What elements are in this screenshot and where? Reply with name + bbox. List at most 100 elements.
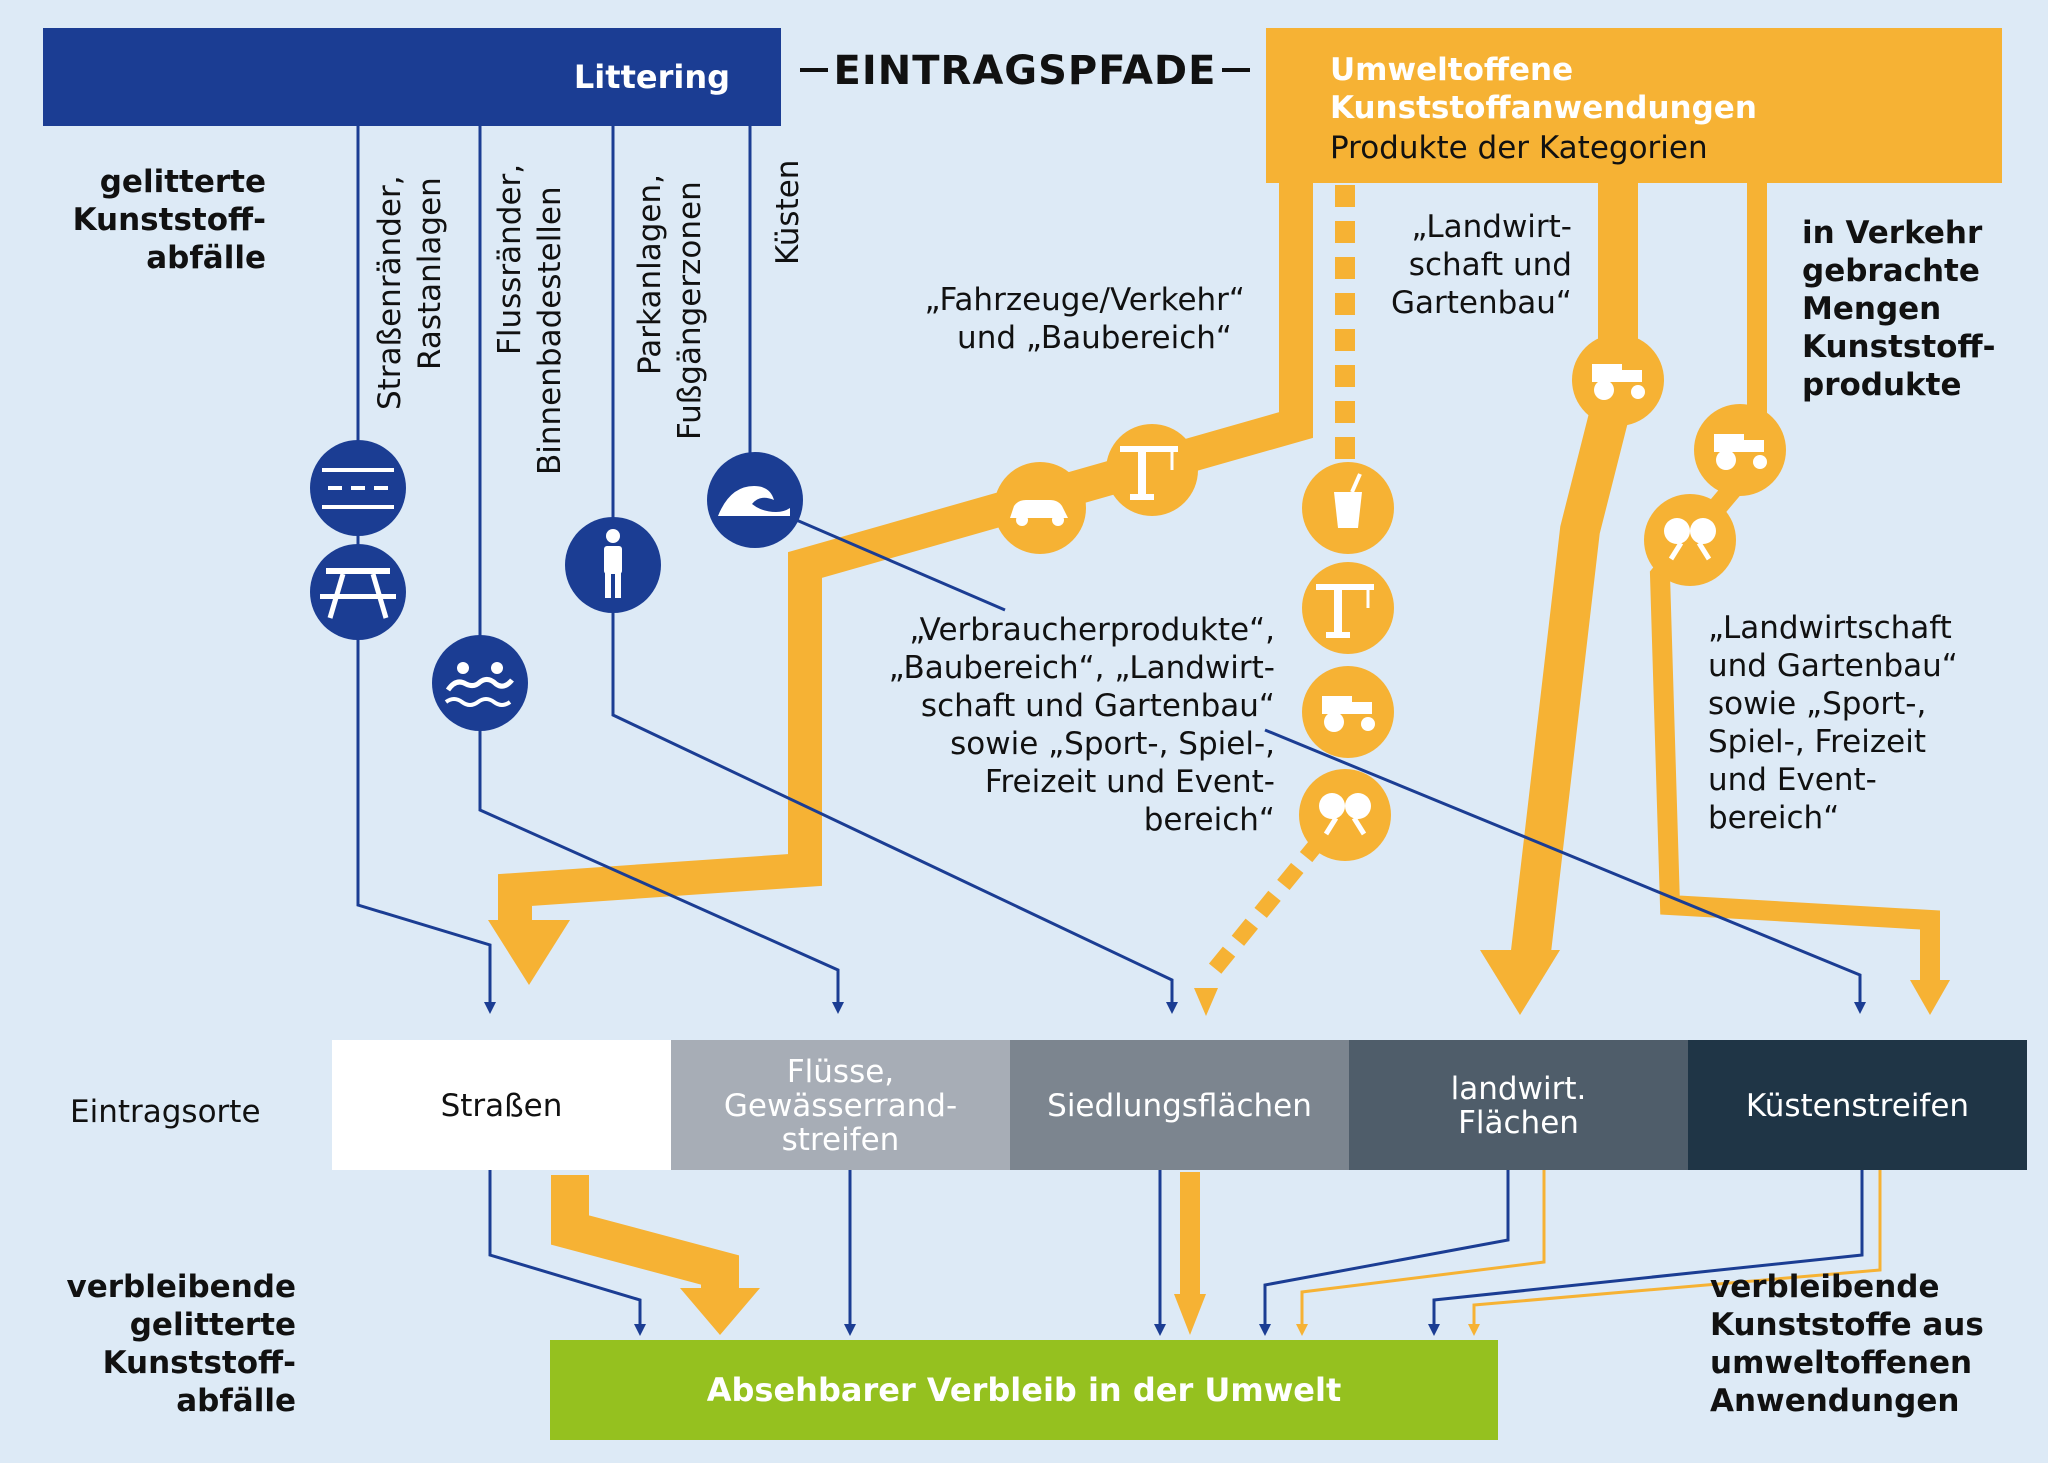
left-top-label: gelitterte Kunststoff- abfälle bbox=[73, 164, 266, 276]
sink-label: Flächen bbox=[1458, 1105, 1579, 1141]
label-line: produkte bbox=[1802, 367, 1962, 403]
path-label-strassen-2: Rastanlagen bbox=[412, 177, 448, 370]
label-fahrzeuge: „Fahrzeuge/Verkehr“ und „Baubereich“ bbox=[924, 282, 1245, 356]
environment-label: Absehbarer Verbleib in der Umwelt bbox=[707, 1371, 1341, 1409]
car-icon bbox=[994, 462, 1086, 554]
label-line: Freizeit und Event- bbox=[985, 764, 1275, 800]
label-line: Mengen bbox=[1802, 291, 1941, 327]
label-landwirtschaft: „Landwirt- schaft und Gartenbau“ bbox=[1391, 209, 1572, 321]
eintragsorte-label: Eintragsorte bbox=[70, 1094, 261, 1130]
path-label-strassen-1: Straßenränder, bbox=[372, 175, 408, 410]
sink-label: landwirt. bbox=[1451, 1071, 1587, 1107]
littering-title: Littering bbox=[574, 58, 730, 96]
ping-pong-icon bbox=[1644, 494, 1736, 586]
arrowhead-landwirt bbox=[1480, 950, 1560, 1015]
anwendungen-subtitle: Produkte der Kategorien bbox=[1330, 130, 1708, 166]
anwendungen-title-1: Umweltoffene bbox=[1330, 52, 1573, 88]
bottom-right-label: verbleibende Kunststoffe aus umweltoffen… bbox=[1710, 1269, 1984, 1419]
label-line: bereich“ bbox=[1144, 802, 1275, 838]
label-line: sowie „Sport-, Spiel-, bbox=[950, 726, 1275, 762]
sink-box bbox=[1688, 1040, 2027, 1170]
right-top-label: in Verkehr gebrachte Mengen Kunststoff- … bbox=[1802, 215, 1995, 403]
label-line: und Gartenbau“ bbox=[1708, 648, 1958, 684]
tractor-icon bbox=[1572, 334, 1664, 426]
label-verbraucher: „Verbraucherprodukte“, „Baubereich“, „La… bbox=[889, 612, 1275, 838]
label-line: Kunststoffe aus bbox=[1710, 1307, 1984, 1343]
left-top-label-line: Kunststoff- bbox=[73, 202, 266, 238]
label-line: Gartenbau“ bbox=[1391, 285, 1572, 321]
anwendungen-box bbox=[1266, 28, 2002, 183]
arrowhead-strassen bbox=[488, 920, 570, 985]
arrowhead-kueste bbox=[1910, 980, 1950, 1015]
sink-label: Flüsse, bbox=[787, 1054, 894, 1090]
sink-box bbox=[1010, 1040, 1350, 1170]
sink-box bbox=[671, 1040, 1011, 1170]
arrowhead-env-strassen bbox=[680, 1288, 760, 1335]
label-line: schaft und bbox=[1409, 247, 1572, 283]
swimmers-icon bbox=[432, 635, 528, 731]
left-top-label-line: gelitterte bbox=[100, 164, 266, 200]
label-kueste: „Landwirtschaft und Gartenbau“ sowie „Sp… bbox=[1708, 610, 1958, 836]
label-line: gelitterte bbox=[130, 1307, 296, 1343]
orange-arrowheads bbox=[488, 920, 1950, 1335]
sink-box bbox=[332, 1040, 672, 1170]
flow-strassen-to-environment bbox=[551, 1175, 739, 1300]
sink-label: Straßen bbox=[441, 1088, 563, 1124]
label-line: „Fahrzeuge/Verkehr“ bbox=[924, 282, 1245, 318]
crane-icon bbox=[1302, 562, 1394, 654]
sink-box bbox=[1349, 1040, 1689, 1170]
label-line: gebrachte bbox=[1802, 253, 1980, 289]
path-label-fluss-1: Flussränder, bbox=[492, 164, 528, 355]
path-label-park-1: Parkanlagen, bbox=[632, 174, 668, 375]
label-line: umweltoffenen bbox=[1710, 1345, 1972, 1381]
left-top-label-line: abfälle bbox=[146, 240, 266, 276]
label-line: „Landwirtschaft bbox=[1708, 610, 1952, 646]
littering-box bbox=[43, 28, 781, 126]
label-line: „Baubereich“, „Landwirt- bbox=[889, 650, 1275, 686]
bottom-left-label: verbleibende gelitterte Kunststoff- abfä… bbox=[67, 1269, 297, 1419]
label-line: verbleibende bbox=[1710, 1269, 1940, 1305]
road-icon bbox=[310, 440, 406, 536]
eintragspfade-title: EINTRAGSPFADE bbox=[834, 48, 1217, 94]
path-label-park-2: Fußgängerzonen bbox=[672, 181, 708, 440]
label-line: verbleibende bbox=[67, 1269, 297, 1305]
label-line: und „Baubereich“ bbox=[957, 320, 1232, 356]
path-label-fluss-2: Binnenbadestellen bbox=[532, 186, 568, 475]
sink-label: Gewässerrand- bbox=[724, 1088, 957, 1124]
anwendungen-title-2: Kunststoffanwendungen bbox=[1330, 90, 1757, 126]
flow-fahrzeuge-to-strassen bbox=[498, 180, 1313, 925]
cup-icon bbox=[1302, 462, 1394, 554]
tractor-icon bbox=[1694, 404, 1786, 496]
label-line: sowie „Sport-, bbox=[1708, 686, 1926, 722]
crane-icon bbox=[1106, 424, 1198, 516]
picnic-table-icon bbox=[310, 544, 406, 640]
path-label-kuesten: Küsten bbox=[770, 160, 806, 265]
label-line: Kunststoff- bbox=[103, 1345, 296, 1381]
label-line: schaft und Gartenbau“ bbox=[921, 688, 1275, 724]
label-line: „Landwirt- bbox=[1411, 209, 1572, 245]
ping-pong-icon bbox=[1299, 769, 1391, 861]
pedestrian-icon bbox=[565, 517, 661, 613]
sink-label: Küstenstreifen bbox=[1746, 1088, 1969, 1124]
sink-row: Straßen Flüsse,Gewässerrand-streifen Siedl… bbox=[332, 1040, 2027, 1170]
littering-path-labels: Straßenränder, Rastanlagen Flussränder, … bbox=[372, 160, 806, 475]
thin-orange-flows bbox=[1296, 1168, 1882, 1336]
arrowhead-env-siedlung bbox=[1174, 1294, 1206, 1335]
sink-label: Siedlungsflächen bbox=[1047, 1088, 1312, 1124]
label-line: und Event- bbox=[1708, 762, 1877, 798]
label-line: abfälle bbox=[176, 1383, 296, 1419]
label-line: Kunststoff- bbox=[1802, 329, 1995, 365]
label-line: bereich“ bbox=[1708, 800, 1839, 836]
sink-label: streifen bbox=[782, 1122, 900, 1158]
label-line: Anwendungen bbox=[1710, 1383, 1959, 1419]
environment-box bbox=[550, 1340, 1498, 1440]
arrowhead-siedlung-dashed bbox=[1194, 988, 1218, 1016]
wave-icon bbox=[707, 452, 803, 548]
flow-dashed-bottom bbox=[1203, 834, 1327, 981]
label-line: „Verbraucherprodukte“, bbox=[909, 612, 1275, 648]
label-line: in Verkehr bbox=[1802, 215, 1983, 251]
flow-landwirtschaft-to-flaechen bbox=[1510, 180, 1638, 963]
